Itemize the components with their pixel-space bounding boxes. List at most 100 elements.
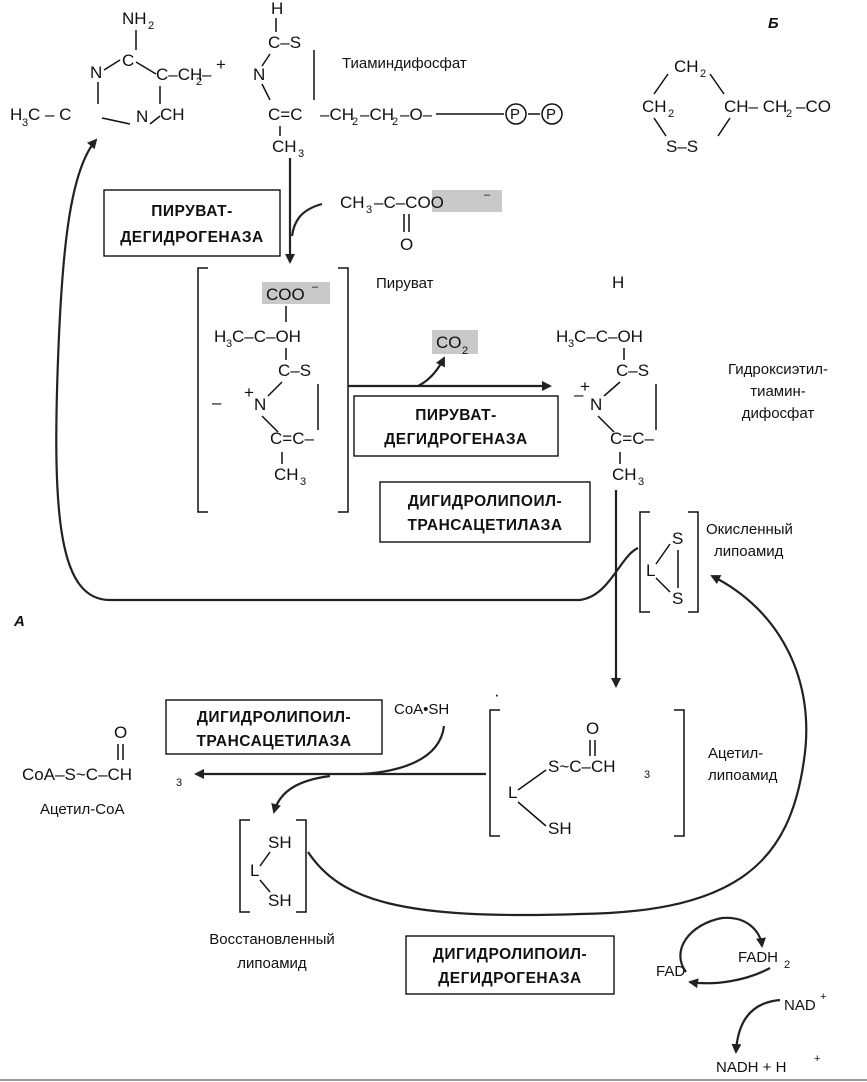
svg-text:2: 2 (786, 108, 792, 120)
svg-text:CH: CH (272, 137, 297, 156)
svg-text:ПИРУВАТ-: ПИРУВАТ- (415, 407, 497, 424)
svg-text:C–S: C–S (616, 361, 649, 380)
svg-text:P: P (546, 106, 556, 123)
panel-b-label: Б (768, 15, 779, 32)
reduced-lipoamide-structure: SH L SH (239, 819, 307, 913)
svg-text:ДИГИДРОЛИПОИЛ-: ДИГИДРОЛИПОИЛ- (433, 946, 587, 963)
acetyl-lipoamide-label: Ацетил- липоамид (708, 745, 778, 784)
svg-text:2: 2 (392, 116, 398, 128)
svg-text:COO: COO (266, 285, 305, 304)
svg-text:–: – (484, 189, 491, 201)
co2: CO 2 (432, 330, 478, 357)
svg-text:+: + (814, 1053, 820, 1065)
svg-text:CH: CH (160, 105, 185, 124)
svg-text:3: 3 (568, 338, 574, 350)
nad-label: NAD + (784, 991, 826, 1014)
reduced-lipoamide-label: Восстановленный липоамид (209, 931, 334, 972)
svg-text:3: 3 (366, 204, 372, 216)
svg-text:ДИГИДРОЛИПОИЛ-: ДИГИДРОЛИПОИЛ- (197, 709, 351, 726)
hydroxyethyl-tpp-label: Гидроксиэтил- тиамин- дифосфат (728, 361, 828, 422)
svg-text:2: 2 (668, 108, 674, 120)
svg-text:3: 3 (644, 769, 650, 781)
svg-text:L: L (508, 783, 517, 802)
svg-text:3: 3 (298, 148, 304, 160)
enzyme-box-dlat-mid: ДИГИДРОЛИПОИЛ- ТРАНСАЦЕТИЛАЗА (379, 481, 591, 543)
svg-text:3: 3 (300, 476, 306, 488)
svg-text:H: H (10, 105, 22, 124)
svg-text:C=C: C=C (268, 105, 302, 124)
svg-text:–: – (312, 281, 319, 293)
reaction-arrows (55, 138, 808, 1054)
svg-text:–: – (202, 65, 212, 84)
svg-text:CoA–S~C–CH: CoA–S~C–CH (22, 765, 132, 784)
svg-text:3: 3 (638, 476, 644, 488)
svg-text:дифосфат: дифосфат (742, 405, 815, 422)
svg-text:C–C–OH: C–C–OH (232, 327, 301, 346)
svg-text:2: 2 (784, 959, 790, 971)
svg-text:тиамин-: тиамин- (750, 383, 806, 400)
svg-text:C=C–: C=C– (610, 429, 654, 448)
svg-text:2: 2 (196, 76, 202, 88)
svg-text:CH– CH: CH– CH (724, 97, 787, 116)
fad-label: FAD (656, 963, 685, 980)
coa-sh-label: CoA•SH (394, 701, 449, 718)
svg-text:O: O (400, 235, 413, 254)
svg-text:SH: SH (548, 819, 572, 838)
svg-text:FADH: FADH (738, 949, 778, 966)
acetyl-coa-label: Ацетил-CoA (40, 801, 124, 818)
svg-text:–: – (212, 393, 222, 412)
svg-text:H: H (556, 327, 568, 346)
svg-text:+: + (820, 991, 826, 1003)
svg-text:O: O (114, 723, 127, 742)
oxidized-lipoamide-structure: S L S (639, 511, 699, 613)
svg-text:ТРАНСАЦЕТИЛАЗА: ТРАНСАЦЕТИЛАЗА (407, 517, 562, 534)
enzyme-box-dlat-bottom: ДИГИДРОЛИПОИЛ- ТРАНСАЦЕТИЛАЗА (165, 699, 383, 755)
svg-text:C–S: C–S (278, 361, 311, 380)
svg-text:L: L (250, 861, 259, 880)
tpp-label: Тиаминдифосфат (342, 55, 467, 72)
svg-text:CH: CH (674, 57, 699, 76)
svg-text:3: 3 (176, 777, 182, 789)
enzyme-box-pdh-top: ПИРУВАТ- ДЕГИДРОГЕНАЗА (103, 189, 281, 257)
svg-text:3: 3 (22, 117, 28, 129)
svg-text:CO: CO (436, 333, 462, 352)
svg-text:CH: CH (340, 193, 365, 212)
svg-text:L: L (646, 561, 655, 580)
svg-text:–O–: –O– (400, 105, 433, 124)
dot-mark: · (494, 685, 500, 704)
svg-text:N: N (254, 395, 266, 414)
acetyl-lipoamide-structure: O S~C–CH 3 L SH (489, 709, 685, 838)
svg-text:ПИРУВАТ-: ПИРУВАТ- (151, 203, 233, 220)
svg-text:–C–COO: –C–COO (374, 193, 444, 212)
oxidized-lipoamide-label: Окисленный липоамид (706, 521, 793, 560)
svg-text:H: H (271, 0, 283, 18)
svg-text:+: + (580, 377, 590, 396)
svg-text:ДИГИДРОЛИПОИЛ-: ДИГИДРОЛИПОИЛ- (408, 493, 562, 510)
svg-text:ДЕГИДРОГЕНАЗА: ДЕГИДРОГЕНАЗА (120, 229, 263, 246)
svg-text:S: S (672, 529, 683, 548)
svg-text:N: N (136, 107, 148, 126)
pyruvate-label: Пируват (376, 275, 434, 292)
svg-text:S: S (672, 589, 683, 608)
enzyme-box-dld: ДИГИДРОЛИПОИЛ- ДЕГИДРОГЕНАЗА (405, 935, 615, 995)
svg-text:2: 2 (352, 116, 358, 128)
svg-text:NH: NH (122, 9, 147, 28)
svg-text:ДЕГИДРОГЕНАЗА: ДЕГИДРОГЕНАЗА (438, 970, 581, 987)
svg-text:липоамид: липоамид (714, 543, 784, 560)
svg-text:ТРАНСАЦЕТИЛАЗА: ТРАНСАЦЕТИЛАЗА (196, 733, 351, 750)
acetyl-coa-structure: O CoA–S~C–CH 3 (22, 723, 182, 789)
svg-text:C–C–OH: C–C–OH (574, 327, 643, 346)
svg-text:N: N (90, 63, 102, 82)
svg-text:CH: CH (642, 97, 667, 116)
svg-text:O: O (586, 719, 599, 738)
svg-text:Гидроксиэтил-: Гидроксиэтил- (728, 361, 828, 378)
svg-text:S~C–CH: S~C–CH (548, 757, 616, 776)
svg-text:2: 2 (462, 345, 468, 357)
svg-text:C – C: C – C (28, 105, 71, 124)
svg-text:CH: CH (274, 465, 299, 484)
svg-text:SH: SH (268, 833, 292, 852)
svg-text:липоамид: липоамид (237, 955, 307, 972)
